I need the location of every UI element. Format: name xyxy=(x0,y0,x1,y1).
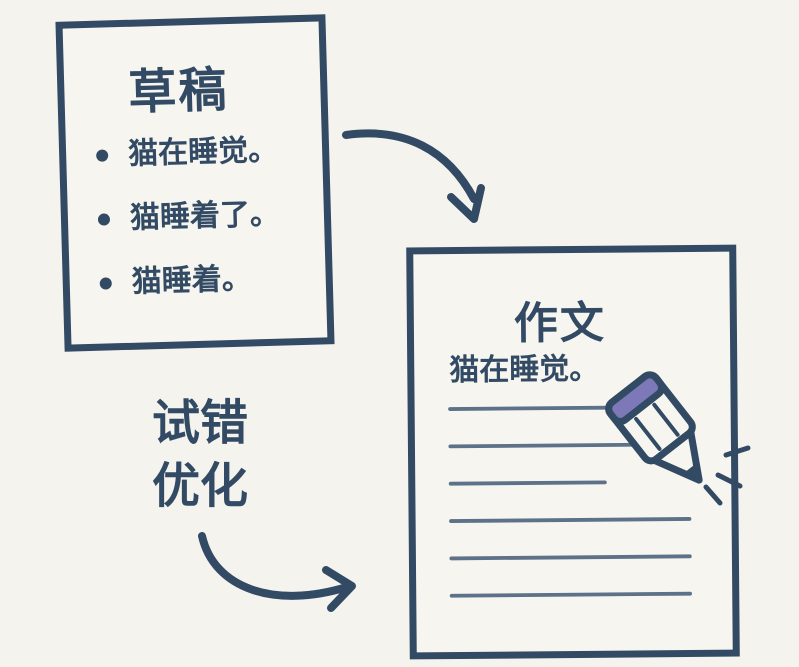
draft-title: 草稿 xyxy=(127,62,230,121)
process-label: 试错 优化 xyxy=(152,392,248,518)
text-line xyxy=(448,480,607,486)
draft-item-3: 猫睡着。 xyxy=(99,259,283,328)
curved-arrow-icon xyxy=(342,129,478,203)
draft-item-text: 猫睡着了。 xyxy=(129,196,281,236)
draft-item-text: 猫睡着。 xyxy=(131,261,253,300)
arrow-head-icon xyxy=(322,566,356,612)
draft-list: 猫在睡觉。 猫睡着了。 猫睡着。 xyxy=(96,131,283,328)
draft-item-2: 猫睡着了。 xyxy=(97,195,281,264)
arrow-head-icon xyxy=(447,184,485,223)
bullet-icon xyxy=(99,277,112,290)
text-line xyxy=(448,442,641,449)
process-line-1: 试错 xyxy=(152,395,249,451)
text-line xyxy=(449,517,692,523)
text-line xyxy=(448,405,657,411)
text-line xyxy=(449,591,693,598)
text-line xyxy=(449,554,692,561)
draft-card: 草稿 猫在睡觉。 猫睡着了。 猫睡着。 xyxy=(55,14,335,352)
essay-text-lines xyxy=(448,405,693,598)
bullet-icon xyxy=(97,213,111,226)
essay-card: 作文 猫在睡觉。 xyxy=(406,244,740,660)
draft-item-text: 猫在睡觉。 xyxy=(127,132,279,172)
curved-arrow-icon xyxy=(198,532,351,600)
bullet-icon xyxy=(96,149,109,162)
draft-item-1: 猫在睡觉。 xyxy=(96,131,280,200)
process-line-2: 优化 xyxy=(152,458,249,514)
